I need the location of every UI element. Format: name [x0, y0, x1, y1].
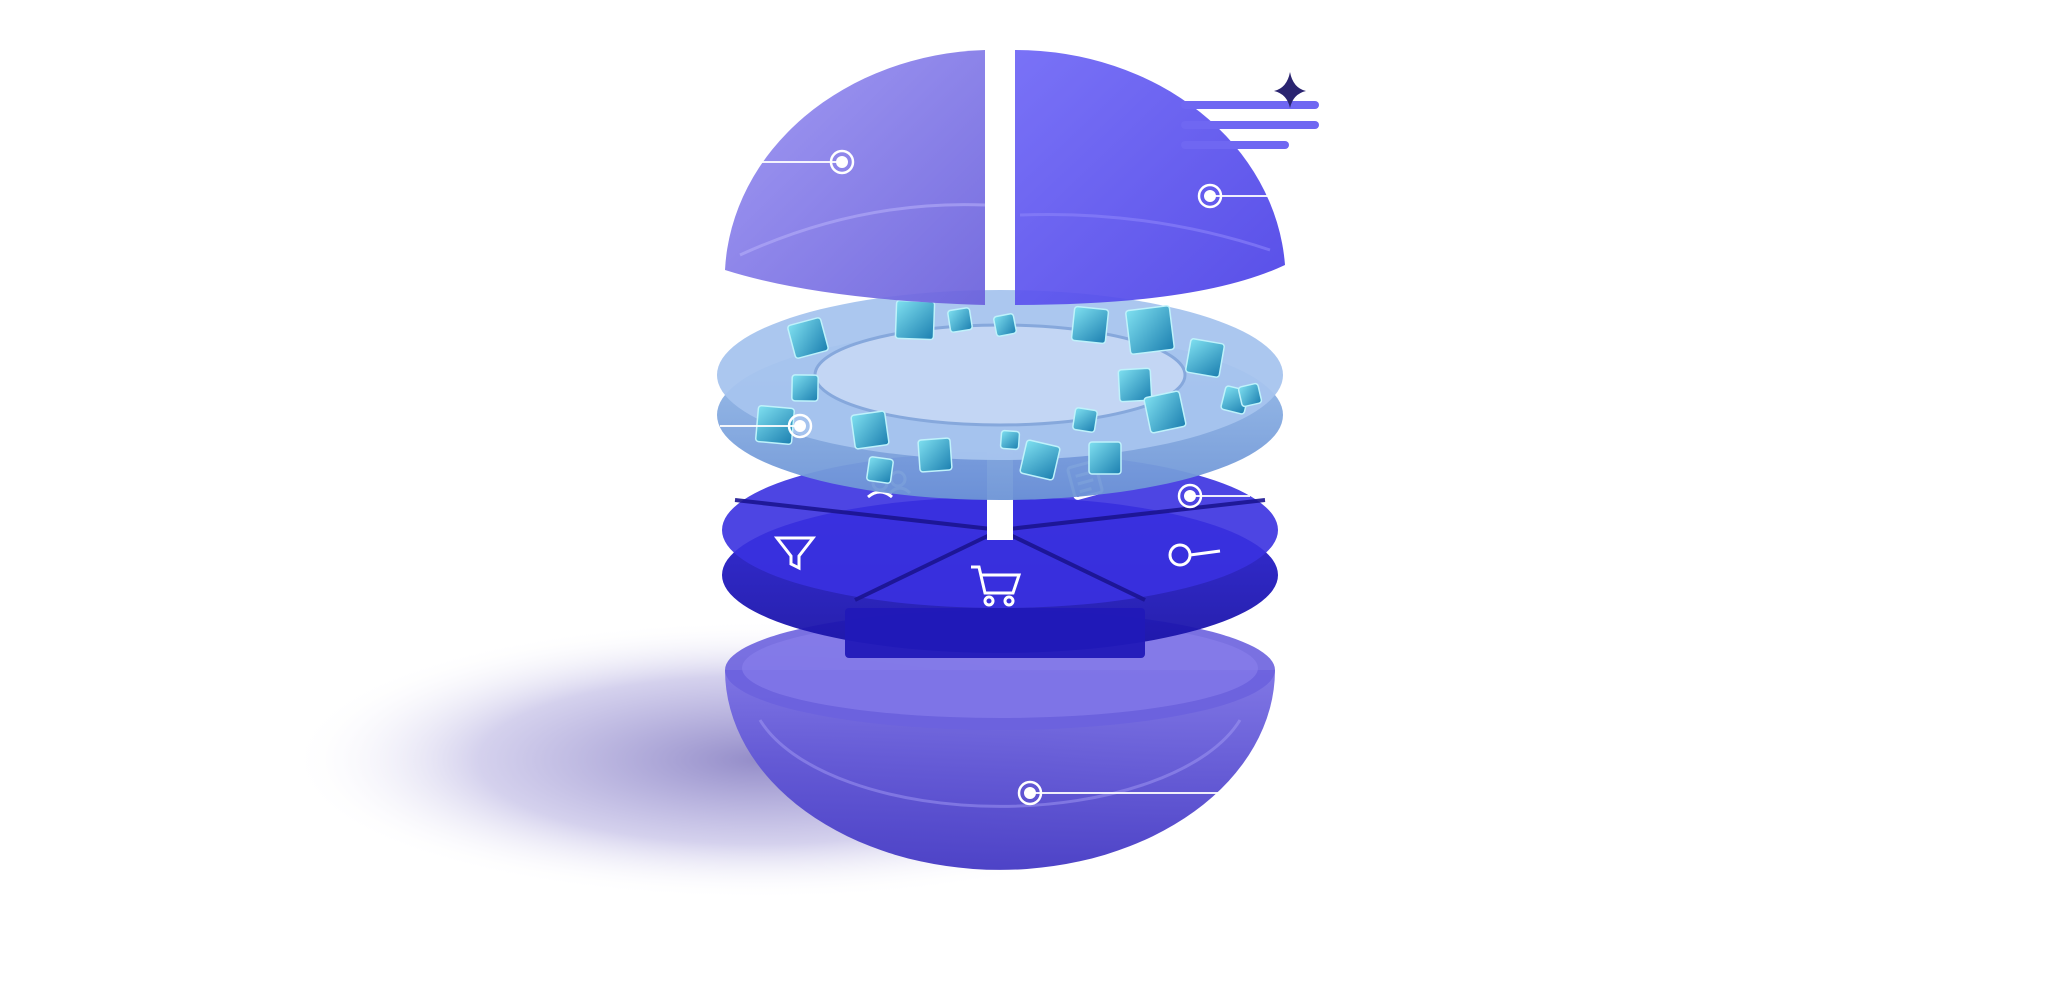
text-lines-graphic — [1181, 101, 1319, 149]
data-cube — [1125, 305, 1175, 355]
data-cube — [947, 307, 973, 333]
callout-marker — [1197, 183, 1270, 209]
key-icon — [1168, 543, 1221, 567]
top-dome — [725, 49, 1285, 305]
callout-marker — [1017, 780, 1290, 806]
callout-marker — [1177, 483, 1250, 509]
callout-marker — [755, 149, 855, 175]
data-cube — [787, 317, 829, 359]
data-cube — [1237, 382, 1263, 408]
data-cube — [1117, 367, 1153, 403]
module-tray — [722, 450, 1278, 658]
data-cube — [999, 429, 1021, 451]
data-cube — [1019, 439, 1061, 481]
sparkle-icon — [1274, 72, 1306, 108]
data-cube — [917, 437, 953, 473]
data-cube — [1072, 407, 1098, 433]
data-cube — [1088, 441, 1122, 475]
data-cube — [894, 299, 936, 341]
data-cube — [1185, 338, 1225, 378]
data-cube — [993, 313, 1017, 337]
data-cube — [850, 410, 890, 450]
shopping-cart-icon — [971, 565, 1022, 607]
funnel-icon — [773, 536, 817, 571]
data-cube — [1070, 305, 1110, 345]
callout-marker — [720, 413, 813, 439]
data-cube — [866, 456, 894, 484]
callouts — [720, 149, 1290, 806]
data-cube — [1143, 390, 1187, 434]
data-cubes — [754, 299, 1263, 484]
data-cube — [791, 374, 819, 402]
